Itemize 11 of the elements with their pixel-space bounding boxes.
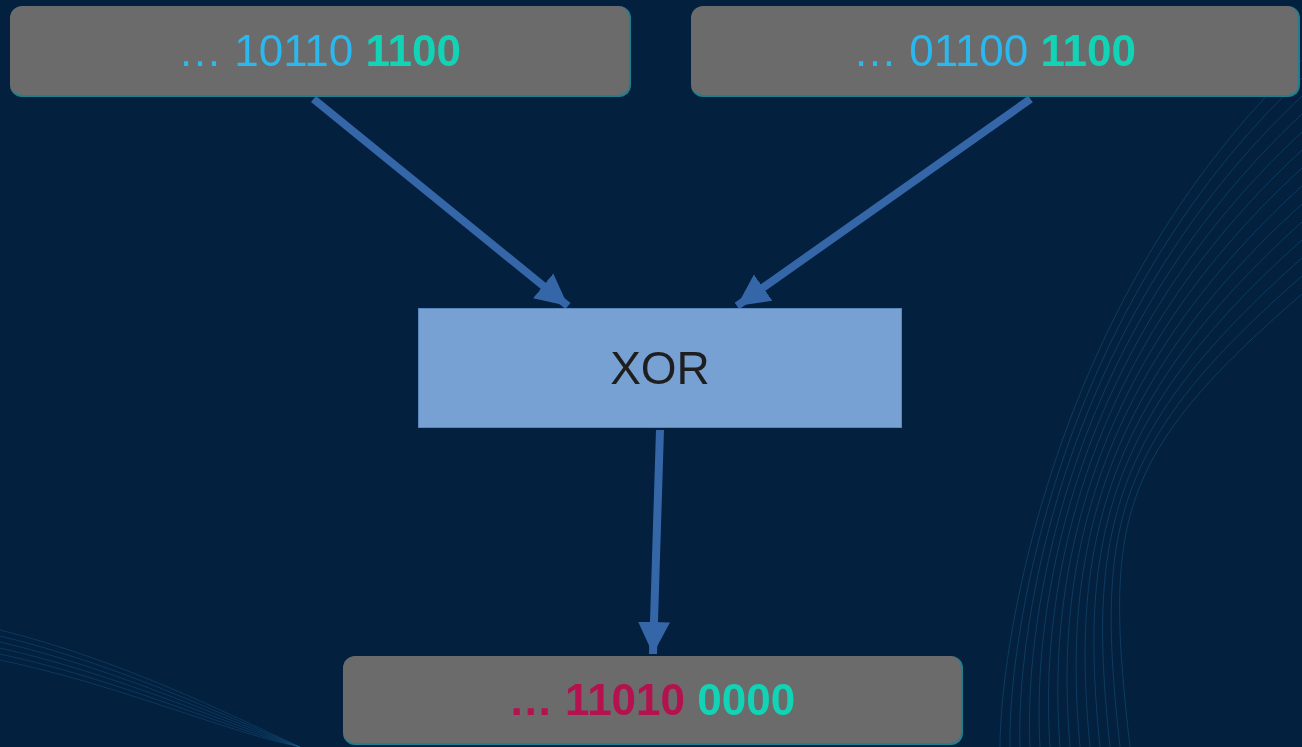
result-value-box (343, 656, 963, 745)
binary-value-box (10, 6, 631, 97)
node-label: … 11010 0000 (508, 673, 796, 726)
binary-value-box (691, 6, 1300, 97)
operation-box (418, 308, 902, 428)
node-label: … 01100 1100 (853, 24, 1136, 77)
node-label: … 10110 1100 (178, 24, 461, 77)
arrow (638, 429, 670, 655)
node-label: XOR (610, 340, 710, 396)
arrow (310, 95, 571, 310)
arrow (734, 95, 1033, 310)
